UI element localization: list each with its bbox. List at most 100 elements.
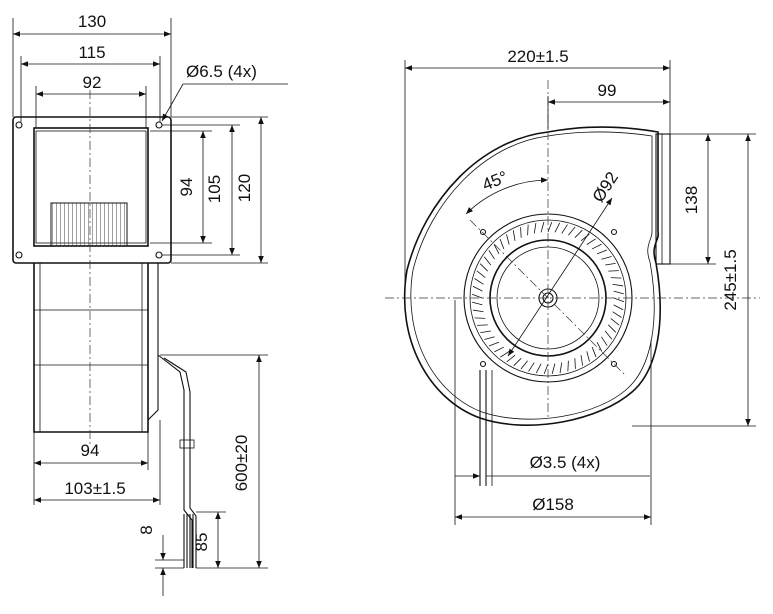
impeller-blade bbox=[559, 362, 563, 374]
impeller-blade bbox=[601, 256, 612, 260]
dim-115: 115 bbox=[20, 43, 161, 122]
impeller-blade bbox=[480, 330, 491, 334]
impeller-hatched bbox=[50, 202, 128, 247]
svg-text:Ø158: Ø158 bbox=[532, 495, 574, 514]
svg-text:45°: 45° bbox=[479, 167, 510, 194]
impeller-blade bbox=[591, 243, 602, 250]
svg-text:94: 94 bbox=[81, 441, 100, 460]
impeller-blade bbox=[493, 244, 500, 255]
impeller-blade bbox=[494, 346, 505, 353]
svg-text:8: 8 bbox=[137, 525, 156, 534]
impeller-blade bbox=[567, 360, 569, 372]
impeller-blade bbox=[533, 222, 537, 234]
dim-94-horizontal: 94 bbox=[33, 432, 149, 470]
dim-94-vertical: 94 bbox=[150, 130, 212, 244]
impeller-blade bbox=[506, 234, 510, 245]
impeller-blade bbox=[477, 324, 488, 326]
cable bbox=[157, 354, 193, 568]
dim-d35-callout: Ø3.5 (4x) bbox=[455, 453, 650, 479]
mounting-hole bbox=[15, 121, 23, 129]
dim-245: 245±1.5 bbox=[632, 133, 756, 427]
dim-600: 600±20 bbox=[160, 354, 268, 569]
screw-hole bbox=[479, 360, 487, 368]
impeller-blade bbox=[612, 283, 624, 287]
impeller-blade bbox=[499, 238, 505, 250]
dim-105: 105 bbox=[162, 124, 240, 256]
impeller-blade bbox=[580, 355, 584, 366]
impeller-blade bbox=[506, 354, 516, 363]
impeller-blade bbox=[472, 309, 484, 313]
screw-hole bbox=[479, 228, 487, 236]
front-view: 220±1.5 99 45° Ø92 138 24 bbox=[385, 47, 760, 525]
impeller-blade bbox=[520, 227, 522, 238]
impeller-blade bbox=[472, 285, 483, 292]
impeller-blade bbox=[484, 336, 495, 340]
svg-text:120: 120 bbox=[235, 174, 254, 202]
impeller-blade bbox=[535, 363, 542, 374]
impeller-blade bbox=[528, 362, 535, 372]
wire-ends bbox=[183, 514, 194, 568]
impeller-blade bbox=[601, 336, 608, 346]
impeller-blade bbox=[608, 270, 619, 272]
impeller-blade bbox=[471, 293, 483, 299]
impeller-blade bbox=[520, 360, 528, 370]
svg-text:Ø3.5 (4x): Ø3.5 (4x) bbox=[530, 453, 601, 472]
impeller-blade bbox=[591, 346, 597, 358]
impeller-blade bbox=[554, 222, 561, 233]
dim-85: 85 bbox=[192, 511, 226, 568]
impeller-blade bbox=[540, 222, 545, 233]
dim-103: 103±1.5 bbox=[33, 420, 161, 505]
impeller-blade bbox=[547, 221, 553, 233]
impeller-blade bbox=[610, 318, 620, 326]
svg-text:Ø6.5 (4x): Ø6.5 (4x) bbox=[186, 62, 257, 81]
svg-text:105: 105 bbox=[205, 175, 224, 203]
dim-99: 99 bbox=[547, 81, 670, 130]
impeller-blade bbox=[605, 262, 616, 266]
impeller-blade bbox=[596, 341, 603, 352]
dim-d158: Ø158 bbox=[454, 300, 652, 525]
dim-8: 8 bbox=[137, 525, 184, 596]
impeller-blade bbox=[474, 317, 486, 319]
dim-120: 120 bbox=[171, 116, 268, 264]
impeller-blade bbox=[476, 270, 486, 278]
impeller-blade bbox=[610, 277, 622, 279]
impeller-blade bbox=[574, 229, 583, 238]
mounting-hole bbox=[155, 251, 163, 259]
impeller-blade bbox=[512, 230, 516, 241]
dim-130: 130 bbox=[12, 12, 172, 117]
impeller-blade bbox=[568, 226, 576, 236]
dim-92: 92 bbox=[35, 73, 147, 128]
impeller-blade bbox=[586, 351, 590, 362]
impeller-blade bbox=[613, 297, 625, 303]
svg-text:138: 138 bbox=[682, 186, 701, 214]
dim-hole-callout: Ø6.5 (4x) bbox=[161, 62, 288, 122]
housing-body bbox=[33, 263, 149, 433]
svg-text:Ø92: Ø92 bbox=[589, 168, 622, 205]
dim-d92: Ø92 bbox=[507, 168, 622, 357]
dim-45-angle: 45° bbox=[465, 167, 549, 215]
svg-text:94: 94 bbox=[177, 178, 196, 197]
impeller-blade bbox=[612, 311, 622, 318]
impeller-blade bbox=[574, 358, 576, 369]
impeller-blade bbox=[543, 363, 549, 375]
impeller-blade bbox=[488, 250, 495, 260]
svg-text:103±1.5: 103±1.5 bbox=[64, 479, 125, 498]
svg-text:115: 115 bbox=[78, 43, 105, 62]
impeller-blade bbox=[527, 224, 529, 236]
mounting-hole bbox=[155, 121, 163, 129]
svg-text:92: 92 bbox=[83, 73, 102, 92]
impeller-blade bbox=[613, 304, 624, 311]
side-view: 130 115 92 Ø6.5 (4x) 94 bbox=[12, 12, 288, 596]
impeller-blade bbox=[586, 238, 596, 245]
svg-text:130: 130 bbox=[78, 12, 106, 31]
impeller-blade bbox=[483, 256, 492, 266]
outlet-flange bbox=[655, 133, 671, 265]
svg-text:99: 99 bbox=[598, 81, 617, 100]
impeller-blade bbox=[608, 324, 617, 333]
impeller-blade bbox=[596, 249, 608, 255]
mounting-flange bbox=[12, 116, 172, 264]
dim-138: 138 bbox=[670, 133, 716, 265]
svg-text:220±1.5: 220±1.5 bbox=[507, 47, 568, 66]
impeller-blade bbox=[551, 363, 556, 374]
